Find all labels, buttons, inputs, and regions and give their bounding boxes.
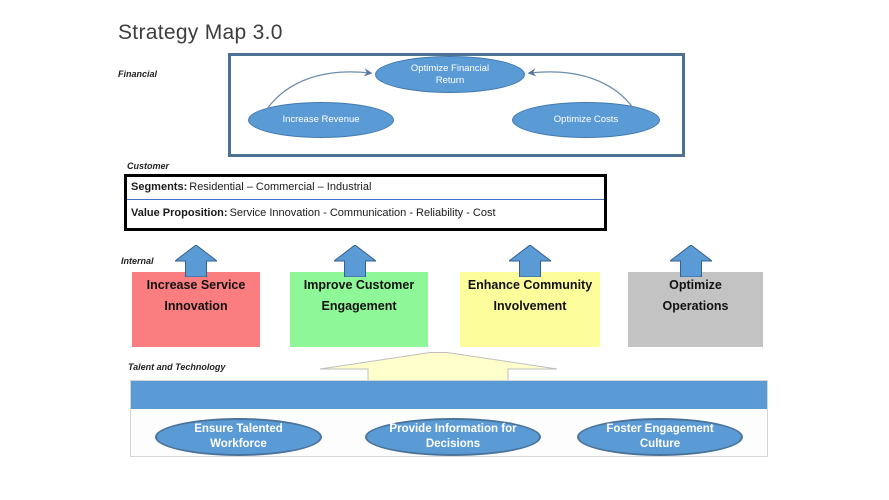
internal-box-increase-service-innovation: Increase Service Innovation (132, 272, 260, 347)
financial-node-increase-revenue: Increase Revenue (248, 102, 394, 138)
up-arrow-icon (670, 245, 712, 277)
internal-box-label-line: Operations (662, 299, 729, 313)
financial-node-optimize-return: Optimize Financial Return (375, 56, 525, 93)
financial-node-optimize-costs: Optimize Costs (512, 102, 660, 138)
node-label-line: Optimize Costs (553, 114, 619, 125)
up-arrow-icon (509, 245, 551, 277)
segments-row-prefix: Segments: (131, 181, 188, 193)
big-up-arrow-icon (319, 352, 558, 381)
talent-bar (131, 381, 767, 409)
talent-node-label-line: Workforce (210, 438, 267, 450)
value-proposition-prefix: Value Proposition: (131, 207, 228, 219)
internal-box-label-line: Improve Customer (303, 278, 415, 292)
talent-node-label-line: Foster Engagement (606, 423, 714, 435)
customer-section-label: Customer (127, 161, 170, 171)
segments-row: Segments:Residential – Commercial – Indu… (127, 177, 604, 200)
internal-box-label-line: Enhance Community (467, 278, 593, 292)
internal-box-label-line: Engagement (321, 299, 397, 313)
talent-node-label-line: Provide Information for (389, 423, 517, 435)
page-title: Strategy Map 3.0 (118, 21, 283, 44)
internal-section-label: Internal (121, 256, 154, 266)
talent-node-ensure-talented-workforce: Ensure Talented Workforce (155, 418, 322, 456)
value-proposition-text: Service Innovation - Communication - Rel… (229, 207, 496, 219)
up-arrow-icon (334, 245, 376, 277)
financial-frame (228, 53, 685, 157)
talent-node-label-line: Ensure Talented (194, 423, 283, 435)
up-arrow-icon (175, 245, 217, 277)
internal-box-enhance-community-involvement: Enhance Community Involvement (460, 272, 600, 347)
financial-section-label: Financial (118, 69, 158, 79)
talent-node-label-line: Decisions (425, 438, 481, 450)
internal-box-label-line: Increase Service (146, 278, 246, 292)
talent-node-provide-information-decisions: Provide Information for Decisions (365, 418, 541, 456)
internal-box-optimize-operations: Optimize Operations (628, 272, 763, 347)
node-label-line: Return (435, 74, 465, 86)
internal-box-label-line: Innovation (164, 299, 228, 313)
internal-box-improve-customer-engagement: Improve Customer Engagement (290, 272, 428, 347)
segments-row-text: Residential – Commercial – Industrial (189, 181, 372, 193)
talent-section-label: Talent and Technology (128, 362, 226, 372)
internal-box-label-line: Involvement (493, 299, 567, 313)
value-proposition-row: Value Proposition:Service Innovation - C… (127, 200, 604, 219)
node-label-line: Increase Revenue (282, 114, 360, 125)
customer-frame: Segments:Residential – Commercial – Indu… (124, 174, 607, 231)
talent-node-foster-engagement-culture: Foster Engagement Culture (577, 418, 743, 456)
node-label-line: Optimize Financial (410, 62, 490, 74)
talent-node-label-line: Culture (639, 438, 681, 450)
internal-box-label-line: Optimize (669, 278, 722, 292)
